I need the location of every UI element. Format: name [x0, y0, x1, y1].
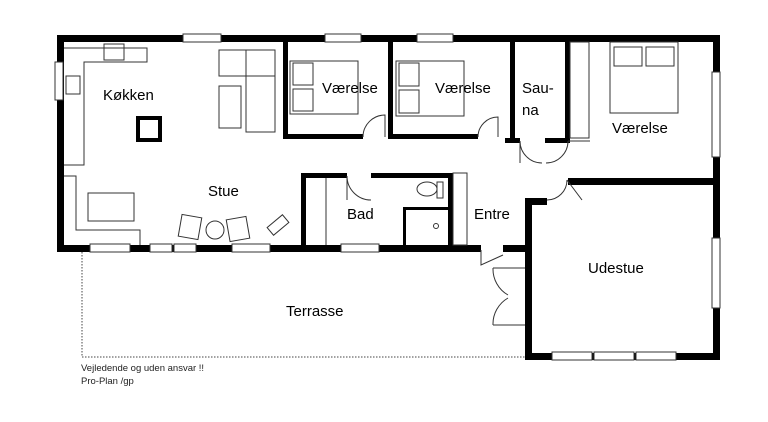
- windows: [54, 33, 721, 361]
- room-label-sauna-line1: Sau-: [522, 80, 554, 97]
- room-label-sauna-line2: na: [522, 102, 539, 119]
- terrace-outline: [81, 252, 526, 358]
- walls: [57, 35, 720, 360]
- disclaimer-text: Vejledende og uden ansvar !!: [81, 363, 205, 374]
- sink-icon: [65, 75, 81, 95]
- room-label-terrace: Terrasse: [286, 303, 344, 320]
- room-label-bedroom-3: Værelse: [612, 120, 668, 137]
- room-label-kitchen: Køkken: [103, 87, 154, 104]
- credit-text: Pro-Plan /gp: [81, 376, 134, 387]
- room-label-entrance: Entre: [474, 206, 510, 223]
- room-label-living: Stue: [208, 183, 239, 200]
- room-label-bedroom-2: Værelse: [435, 80, 491, 97]
- room-label-bathroom: Bad: [347, 206, 374, 223]
- chimney-icon: [136, 116, 162, 142]
- stove-icon: [103, 43, 125, 61]
- doors: [346, 114, 590, 326]
- room-label-conservatory: Udestue: [588, 260, 644, 277]
- room-label-bedroom-1: Værelse: [322, 80, 378, 97]
- furniture: [64, 41, 679, 246]
